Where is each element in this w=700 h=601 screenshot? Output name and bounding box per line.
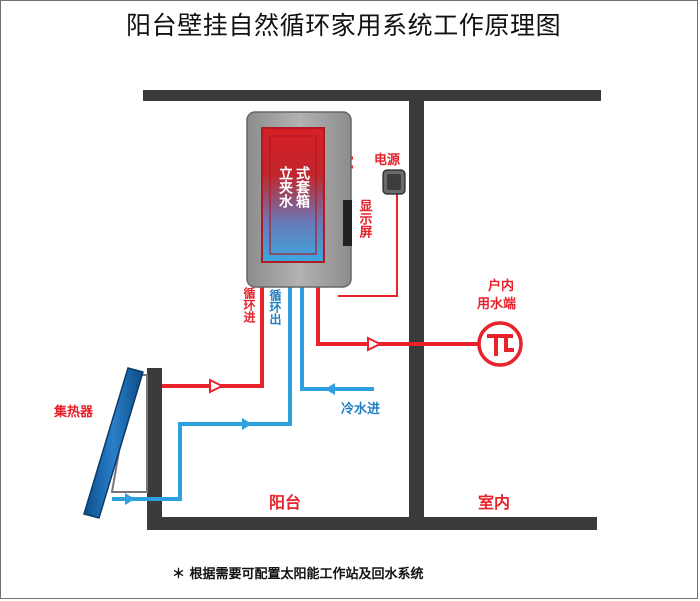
footnote: ＊ 根据需要可配置太阳能工作站及回水系统	[172, 567, 424, 582]
indoor-outlet-label-line2: 用水端	[476, 296, 516, 312]
loop-out-label: 循环出	[268, 288, 282, 326]
balcony-label: 阳台	[269, 493, 301, 512]
solar-collector	[83, 367, 148, 519]
collector-label: 集热器	[53, 404, 94, 420]
hot-flow-arrows	[209, 336, 383, 394]
building-walls	[143, 90, 601, 530]
display-label: 显示屏	[357, 199, 373, 239]
loop-in-pipe	[162, 256, 264, 388]
tank-inner-core	[269, 135, 317, 255]
cold-inlet-label: 冷水进	[341, 401, 380, 417]
tank-label-left: 立夹水	[277, 165, 293, 209]
loop-in-label: 循环进	[242, 286, 256, 324]
loop-out-pipe	[112, 248, 292, 501]
cold-flow-arrows	[125, 383, 335, 505]
power-cord	[338, 193, 398, 297]
indoor-outlet-label-line1: 户内	[488, 278, 514, 294]
tank-label-right: 式套箱	[294, 165, 310, 209]
diagram-labels: 立夹水 式套箱 电源 显示屏 循环进 循环出 户内 用水端 集热器 冷水进 阳台…	[53, 152, 516, 512]
tank-inner-jacket	[261, 127, 325, 263]
diagram-title: 阳台壁挂自然循环家用系统工作原理图	[126, 11, 562, 40]
collector-panel	[83, 367, 144, 519]
power-label: 电源	[374, 152, 400, 168]
indoor-label: 室内	[478, 493, 510, 512]
faucet-icon	[477, 321, 523, 367]
display-panel	[343, 200, 352, 246]
ceiling-wall	[143, 90, 601, 101]
floor-wall	[147, 517, 597, 530]
partition-wall	[409, 101, 424, 520]
balcony-rail-wall	[147, 368, 162, 520]
power-socket	[382, 169, 406, 195]
storage-tank	[246, 111, 352, 288]
